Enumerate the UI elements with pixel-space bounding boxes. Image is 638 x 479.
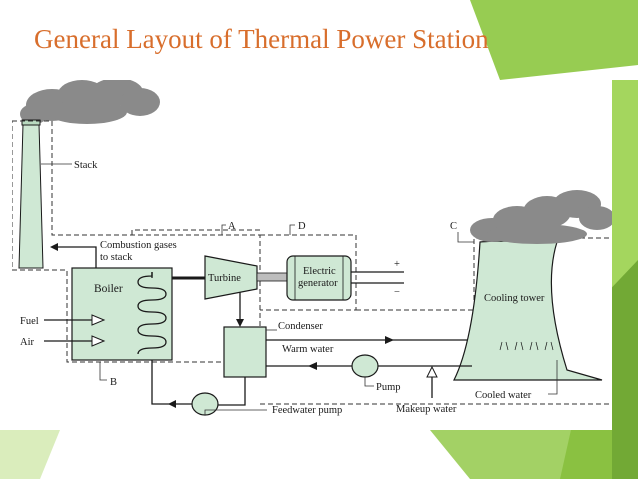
exhaust-arrowhead [236,319,244,327]
warm-water-label: Warm water [282,344,334,355]
boiler-coil [137,272,167,355]
spray-nozzles [499,341,554,351]
slide-title: General Layout of Thermal Power Station [34,24,489,54]
smoke-cloud [20,80,160,124]
condenser [223,326,267,378]
generator-label-line1: Electric [303,266,336,277]
plus-terminal-label: + [394,259,400,270]
air-arrowhead [91,335,106,347]
cooling-tower-steam [470,190,612,244]
air-label: Air [20,337,35,348]
section-c-label: C [450,221,457,232]
section-c-leader [457,232,474,243]
combustion-label-line2: to stack [100,252,133,263]
combustion-gas-pipe [52,246,97,268]
boiler-label: Boiler [94,283,123,295]
shaft [256,272,288,282]
electric-generator [286,255,352,301]
combustion-label-line1: Combustion gases [100,240,177,251]
stack-top [21,119,41,126]
cooled-water-arrowhead [308,362,317,370]
makeup-water-label: Makeup water [396,404,457,415]
cooled-water-label: Cooled water [475,390,532,401]
turbine [204,255,258,300]
makeup-water-arrowhead [426,365,438,378]
section-a-boundary [131,229,260,235]
green-facet-bottom [430,430,612,479]
green-facet-top [470,0,638,80]
feedwater-arrowhead [168,400,176,408]
feedwater-pump-leader [204,409,267,415]
minus-terminal-label: − [394,287,400,298]
pump-leader [364,377,374,387]
fuel-arrowhead [91,314,106,326]
feedwater-pump-label: Feedwater pump [272,405,342,416]
section-b-label: B [110,377,117,388]
pump-label: Pump [376,382,401,393]
fuel-label: Fuel [20,316,39,327]
section-d-label: D [298,221,306,232]
thermal-power-diagram: Stack A B D C Combustion gases to stack … [12,80,612,430]
feedwater-to-boiler [151,360,192,405]
combustion-arrowhead [50,243,58,251]
stack-label: Stack [74,160,98,171]
section-a-leader [221,224,226,235]
condenser-label: Condenser [278,321,323,332]
turbine-label: Turbine [208,273,241,284]
generator-label-line2: generator [298,278,338,289]
feedwater-line [217,377,246,406]
section-d-boundary [260,234,357,311]
warm-water-arrowhead [385,336,394,344]
stack [18,123,44,269]
green-facet-bottom-left [0,430,60,479]
section-d-leader [289,224,295,235]
cooling-tower-label: Cooling tower [484,293,545,304]
section-a-label: A [228,221,236,232]
section-b-leader [99,362,107,381]
boiler [71,267,173,361]
pump [351,354,379,378]
cooled-water-leader [548,360,558,395]
